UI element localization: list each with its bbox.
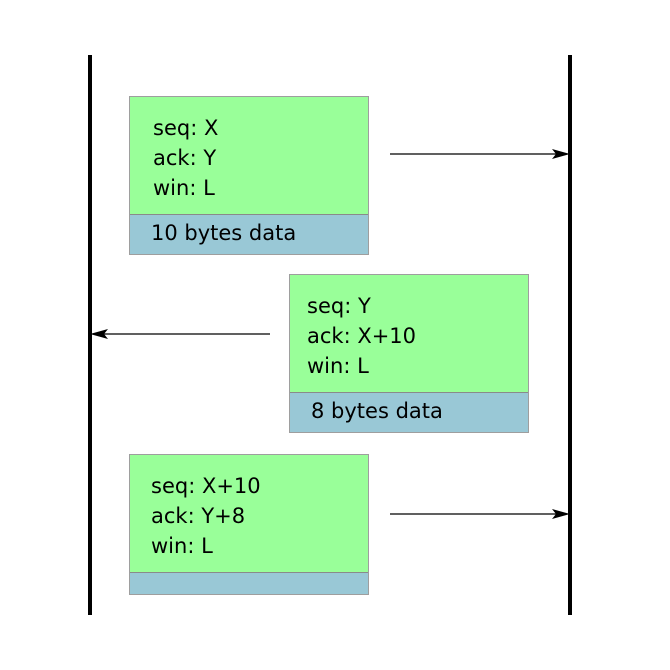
seq-field: seq: X <box>153 116 219 140</box>
tcp-segment-1: seq: X ack: Y win: L 10 bytes data <box>129 96 369 255</box>
receiver-timeline <box>568 55 572 615</box>
ack-field: ack: X+10 <box>307 324 417 348</box>
arrow-segment-1 <box>390 149 570 159</box>
segment-payload: 8 bytes data <box>290 393 528 432</box>
segment-header: seq: Y ack: X+10 win: L <box>290 275 528 393</box>
segment-payload <box>130 573 368 594</box>
win-field: win: L <box>153 176 215 200</box>
segment-header: seq: X ack: Y win: L <box>130 97 368 215</box>
seq-field: seq: Y <box>307 294 371 318</box>
sender-timeline <box>88 55 92 615</box>
segment-header: seq: X+10 ack: Y+8 win: L <box>130 455 368 573</box>
arrow-segment-3 <box>390 509 570 519</box>
win-field: win: L <box>151 534 213 558</box>
arrow-segment-2 <box>90 329 270 339</box>
tcp-segment-3: seq: X+10 ack: Y+8 win: L <box>129 454 369 595</box>
tcp-segment-2: seq: Y ack: X+10 win: L 8 bytes data <box>289 274 529 433</box>
win-field: win: L <box>307 354 369 378</box>
ack-field: ack: Y <box>153 146 217 170</box>
seq-field: seq: X+10 <box>151 474 261 498</box>
ack-field: ack: Y+8 <box>151 504 246 528</box>
segment-payload: 10 bytes data <box>130 215 368 254</box>
